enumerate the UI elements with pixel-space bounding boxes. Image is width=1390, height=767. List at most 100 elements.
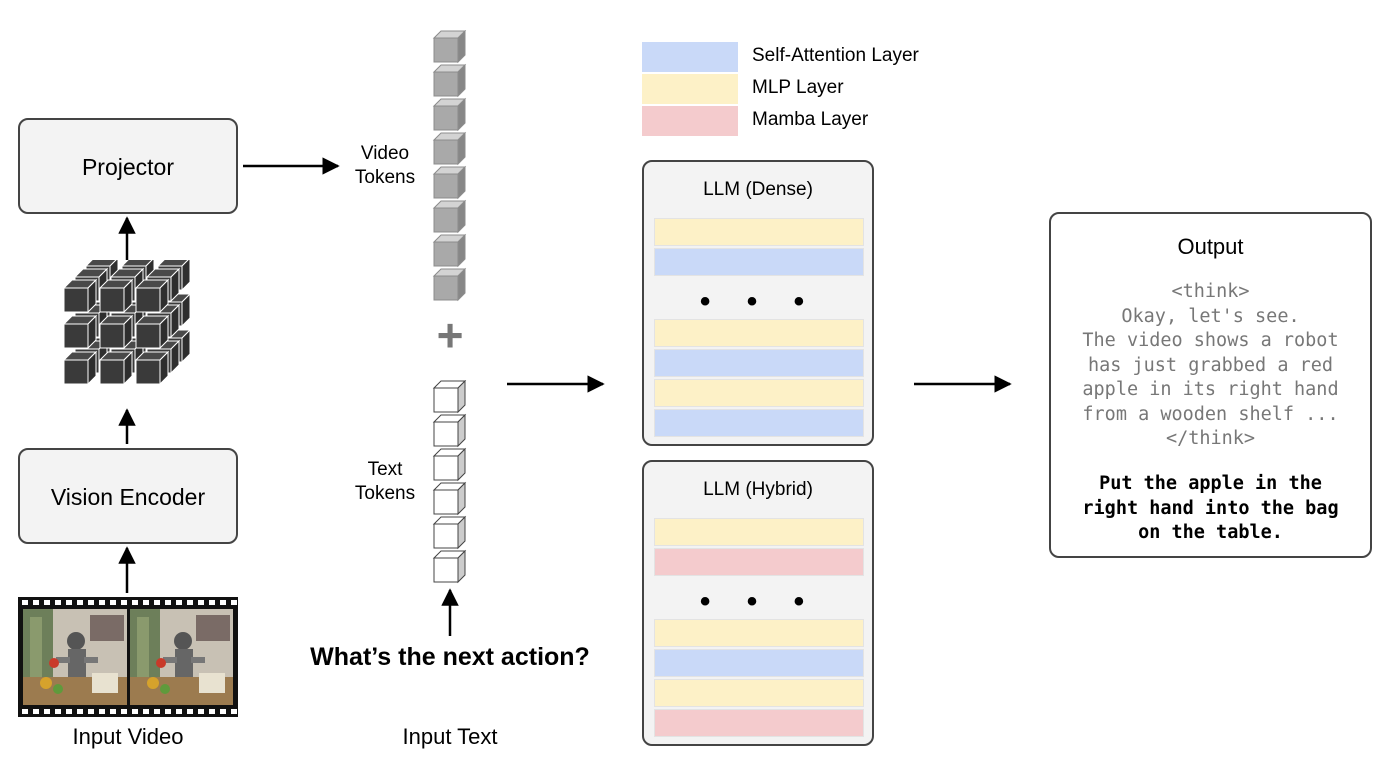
film-hole <box>176 600 182 605</box>
film-hole <box>143 600 149 605</box>
output-thinking-text: <think> Okay, let's see. The video shows… <box>1051 280 1370 452</box>
film-hole <box>66 709 72 714</box>
input-video-filmstrip <box>18 597 238 717</box>
film-hole <box>88 600 94 605</box>
projector-label: Projector <box>81 154 175 180</box>
film-hole <box>44 709 50 714</box>
thinking-line: has just grabbed a red <box>1087 354 1334 376</box>
film-hole <box>110 600 116 605</box>
hybrid-layer-1 <box>654 518 864 546</box>
hybrid-layer-6 <box>654 709 864 737</box>
film-hole <box>22 600 28 605</box>
film-hole <box>187 709 193 714</box>
legend-swatch-attention <box>642 42 738 72</box>
video-frame-2 <box>130 609 233 705</box>
text-token <box>432 413 467 448</box>
input-video-label: Input Video <box>72 724 184 749</box>
film-hole <box>209 600 215 605</box>
film-hole <box>176 709 182 714</box>
film-hole <box>121 709 127 714</box>
video-tokens-label: Video Tokens <box>354 143 416 188</box>
thinking-line: from a wooden shelf ... <box>1082 403 1339 425</box>
dense-layer-4 <box>654 349 864 377</box>
feature-cube <box>134 350 170 386</box>
vision-encoder-box: Vision Encoder <box>18 448 238 544</box>
llm-dense-title: LLM (Dense) <box>703 179 813 200</box>
thinking-line: apple in its right hand <box>1082 379 1339 400</box>
film-hole <box>132 600 138 605</box>
video-frame-1 <box>23 609 127 705</box>
text-token-stack <box>432 380 467 584</box>
hybrid-layer-3 <box>654 619 864 647</box>
dense-layer-3 <box>654 319 864 347</box>
video-token <box>432 199 467 234</box>
text-token <box>432 481 467 516</box>
film-hole <box>209 709 215 714</box>
thinking-line: </think> <box>1165 428 1256 449</box>
thinking-line: Okay, let's see. <box>1121 305 1300 327</box>
legend-swatch-mamba <box>642 106 738 136</box>
film-hole <box>66 600 72 605</box>
film-hole <box>187 600 193 605</box>
output-answer-text: Put the apple in the right hand into the… <box>1051 472 1370 546</box>
film-hole <box>198 709 204 714</box>
feature-cube <box>134 314 170 350</box>
video-token <box>432 233 467 268</box>
dense-layer-5 <box>654 379 864 407</box>
film-hole <box>165 709 171 714</box>
feature-cube <box>62 314 98 350</box>
film-hole <box>198 600 204 605</box>
text-token <box>432 447 467 482</box>
feature-cube <box>134 278 170 314</box>
film-hole <box>33 600 39 605</box>
film-hole <box>55 600 61 605</box>
legend-swatch-mlp <box>642 74 738 104</box>
output-title: Output <box>1177 234 1244 259</box>
thinking-line: <think> <box>1171 281 1250 302</box>
film-hole <box>99 600 105 605</box>
video-token <box>432 267 467 302</box>
video-token <box>432 30 467 64</box>
film-hole <box>143 709 149 714</box>
vision-encoder-label: Vision Encoder <box>50 484 206 510</box>
filmstrip-graphic <box>18 597 238 717</box>
video-token <box>432 97 467 132</box>
film-hole <box>220 709 226 714</box>
legend-label-mamba: Mamba Layer <box>752 109 869 130</box>
dense-layer-1 <box>654 218 864 246</box>
plus-sign: + <box>436 309 464 361</box>
question-text: What’s the next action? <box>310 643 590 671</box>
film-hole <box>231 600 237 605</box>
legend-label-attention: Self-Attention Layer <box>752 45 919 66</box>
film-hole <box>154 709 160 714</box>
projector-box: Projector <box>18 118 238 214</box>
output-box: Output <think> Okay, let's see. The vide… <box>1049 212 1372 558</box>
feature-cube <box>98 278 134 314</box>
text-token <box>432 515 467 550</box>
feature-cube <box>62 350 98 386</box>
film-hole <box>33 709 39 714</box>
hybrid-layer-5 <box>654 679 864 707</box>
feature-cube-grid <box>62 260 192 386</box>
text-tokens-label: Text Tokens <box>354 459 416 504</box>
film-hole <box>165 600 171 605</box>
llm-hybrid-box: LLM (Hybrid) • • • <box>642 460 874 746</box>
video-token <box>432 63 467 98</box>
thinking-line: The video shows a robot <box>1082 330 1339 351</box>
film-hole <box>22 709 28 714</box>
film-hole <box>99 709 105 714</box>
legend: Self-Attention Layer MLP Layer Mamba Lay… <box>642 40 962 140</box>
hybrid-layer-4 <box>654 649 864 677</box>
film-hole <box>231 709 237 714</box>
film-hole <box>55 709 61 714</box>
legend-label-mlp: MLP Layer <box>752 77 844 98</box>
film-hole <box>154 600 160 605</box>
dense-layer-2 <box>654 248 864 276</box>
text-token <box>432 549 467 584</box>
film-hole <box>132 709 138 714</box>
feature-cube <box>62 278 98 314</box>
answer-line: right hand into the bag <box>1082 497 1339 519</box>
input-text-label: Input Text <box>402 724 498 749</box>
dense-ellipsis: • • • <box>699 285 819 318</box>
